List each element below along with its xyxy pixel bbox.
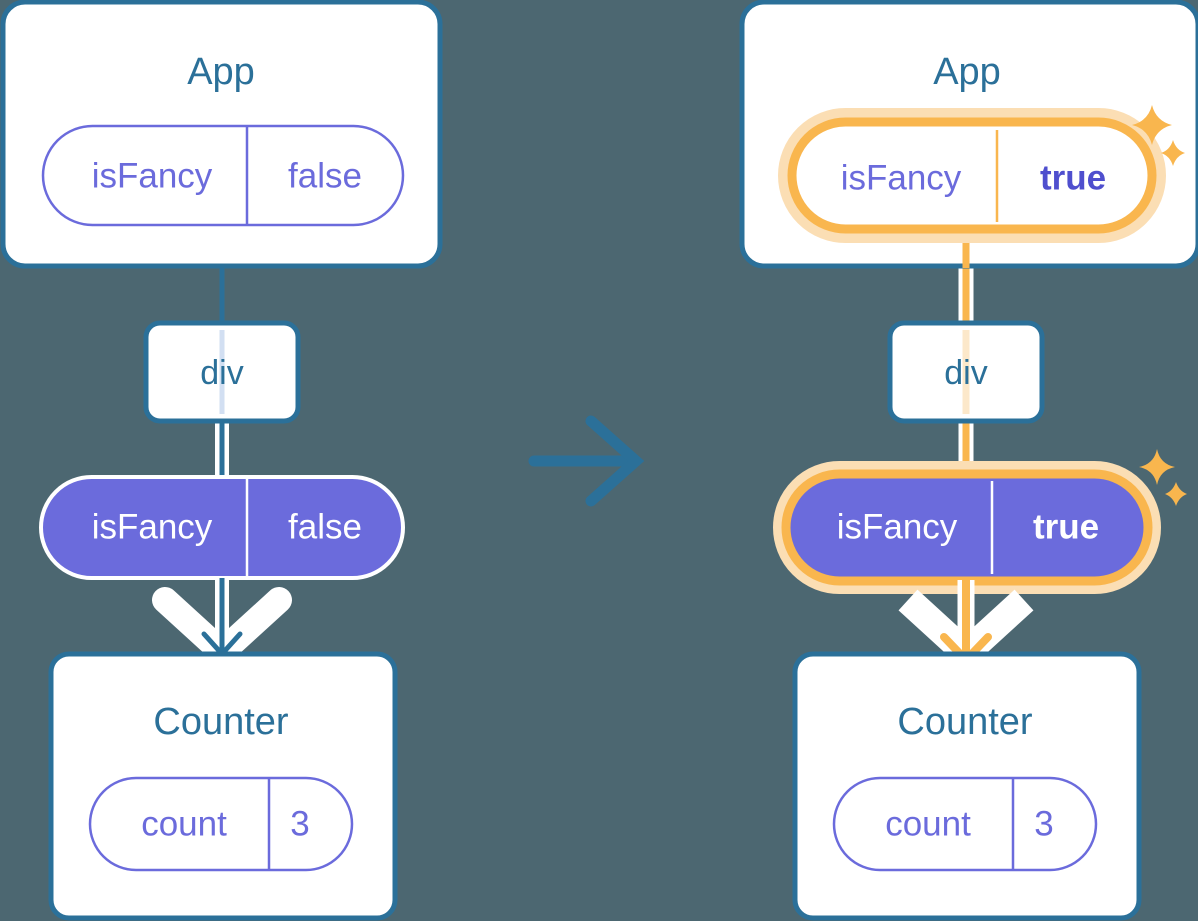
div-label: div — [200, 354, 243, 392]
counter-card-after: Counter count 3 — [792, 651, 1142, 921]
app-title: App — [933, 51, 1001, 93]
sparkle-large-top-icon — [1132, 105, 1172, 145]
props-to-counter-arrow-before — [152, 578, 292, 665]
div-label: div — [944, 354, 987, 392]
props-key: isFancy — [92, 507, 213, 546]
counter-state-pill-before: count 3 — [88, 776, 354, 872]
div-node-after: div — [887, 320, 1045, 424]
app-state-pill-after: isFancy true — [778, 108, 1166, 243]
div-node-before: div — [143, 320, 301, 424]
sparkle-large-mid-icon — [1139, 449, 1175, 485]
app-state-key: isFancy — [92, 156, 213, 195]
counter-title: Counter — [897, 701, 1033, 743]
app-state-pill-before: isFancy false — [41, 124, 405, 227]
props-value: true — [1033, 507, 1099, 546]
app-state-key: isFancy — [841, 158, 962, 197]
sparkle-small-top-icon — [1161, 140, 1185, 166]
counter-card-before: Counter count 3 — [48, 651, 398, 921]
props-pill-after: isFancy true — [773, 461, 1161, 594]
props-pill-before: isFancy false — [39, 475, 405, 580]
transition-arrow — [528, 415, 645, 507]
counter-state-value: 3 — [290, 804, 309, 843]
panel-before: App isFancy false div isFancy false — [0, 0, 443, 921]
app-state-value: true — [1040, 158, 1106, 197]
sparkle-small-mid-icon — [1165, 482, 1187, 506]
counter-state-key: count — [141, 804, 227, 843]
counter-title: Counter — [153, 701, 289, 743]
app-title: App — [187, 51, 255, 93]
counter-state-pill-after: count 3 — [832, 776, 1098, 872]
app-state-value: false — [288, 156, 362, 195]
panel-after: App isFancy true div — [739, 0, 1198, 921]
counter-state-value: 3 — [1034, 804, 1053, 843]
props-key: isFancy — [837, 507, 958, 546]
props-value: false — [288, 507, 362, 546]
counter-state-key: count — [885, 804, 971, 843]
